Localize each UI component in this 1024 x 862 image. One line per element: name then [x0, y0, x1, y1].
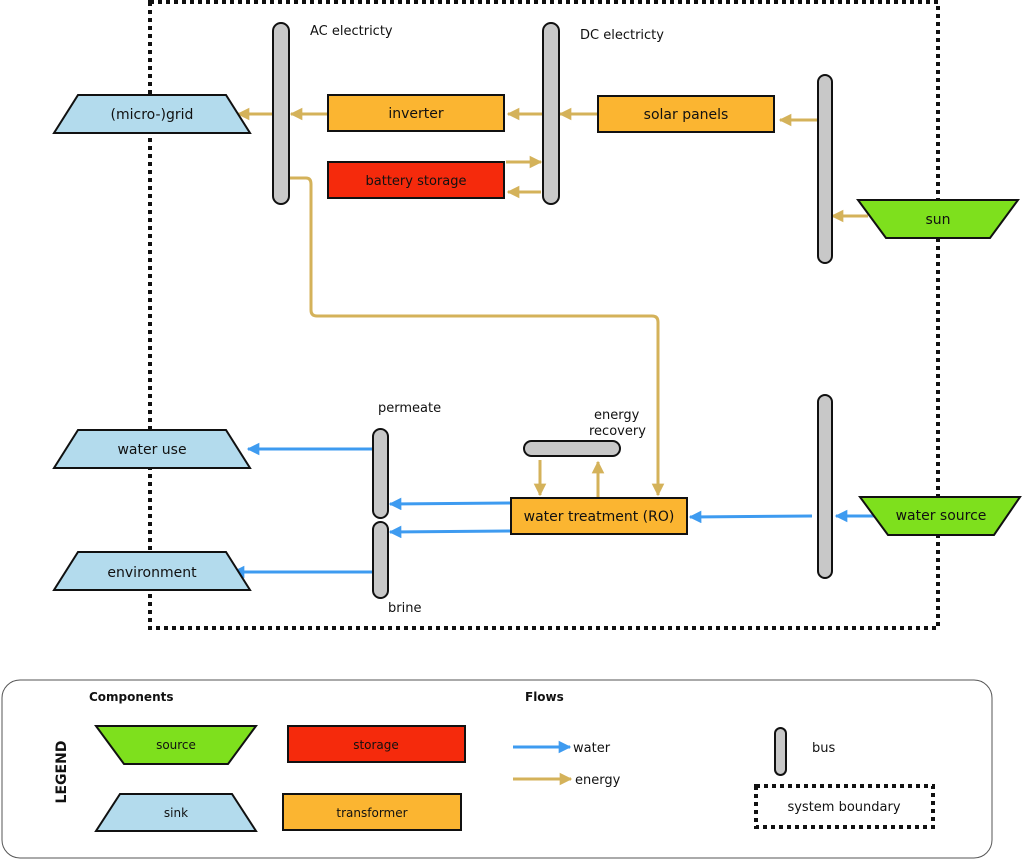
- sink-environment-shape: [52, 551, 252, 591]
- transformer-water-treatment-shape: [510, 497, 688, 535]
- permeate-label: permeate: [378, 401, 441, 416]
- source-water-source-shape: [858, 496, 1022, 536]
- legend-title: LEGEND: [54, 741, 70, 804]
- flow-bus-to-treatment: [688, 510, 813, 524]
- legend-bus-shape: [774, 727, 787, 776]
- transformer-solar-shape: [597, 95, 775, 133]
- component-environment: environment: [52, 551, 252, 591]
- component-water-use: water use: [52, 429, 252, 469]
- bus-brine: [372, 521, 389, 599]
- flow-ac-bus-to-treatment: [290, 176, 665, 497]
- water-flows: [231, 442, 876, 579]
- storage-battery-shape: [327, 161, 505, 199]
- sun-label: sun: [925, 212, 950, 228]
- battery-label: battery storage: [366, 174, 467, 189]
- legend-boundary-label: system boundary: [787, 800, 900, 815]
- component-sun: sun: [856, 199, 1020, 239]
- legend-frame: [1, 679, 993, 859]
- legend-source-shape: [94, 725, 258, 765]
- flow-treatment-to-permeate: [388, 497, 512, 511]
- dc-electricity-label: DC electricty: [580, 28, 664, 43]
- bus-energy-recovery: [523, 440, 621, 457]
- component-water-source: water source: [858, 496, 1022, 536]
- component-water-treatment: water treatment (RO): [510, 497, 688, 535]
- legend: LEGEND Components Flows source storage s…: [1, 679, 993, 859]
- legend-sink-shape: [94, 793, 258, 832]
- legend-sink-label: sink: [164, 806, 188, 820]
- component-grid: (micro-)grid: [52, 94, 252, 134]
- energy-flows: [236, 107, 868, 497]
- system-boundary: [148, 0, 940, 630]
- legend-bus-label: bus: [812, 741, 835, 756]
- grid-label: (micro-)grid: [111, 107, 194, 123]
- environment-label: environment: [107, 565, 197, 581]
- legend-transformer-label: transformer: [336, 806, 407, 820]
- legend-transformer-shape: [282, 793, 462, 831]
- component-inverter: inverter: [327, 94, 505, 132]
- legend-source-label: source: [156, 738, 196, 752]
- energy-recovery-label-2: recovery: [589, 424, 646, 439]
- legend-boundary-shape: [754, 784, 935, 829]
- energy-recovery-label-1: energy: [594, 408, 640, 423]
- legend-flows-heading: Flows: [525, 690, 564, 704]
- flow-treatment-to-brine: [388, 525, 512, 539]
- solar-label: solar panels: [644, 107, 729, 123]
- bus-permeate: [372, 428, 389, 519]
- legend-energy-label: energy: [575, 773, 621, 788]
- brine-label: brine: [388, 601, 421, 616]
- ac-electricity-label: AC electricty: [310, 24, 393, 39]
- legend-components-heading: Components: [89, 690, 174, 704]
- component-battery: battery storage: [327, 161, 505, 199]
- water-treatment-label: water treatment (RO): [524, 509, 675, 525]
- transformer-inverter-shape: [327, 94, 505, 132]
- bus-ac: [272, 22, 290, 205]
- legend-storage-shape: [287, 725, 466, 763]
- buses: [272, 22, 833, 599]
- bus-dc: [542, 22, 560, 205]
- bus-sun: [817, 74, 833, 264]
- sink-water-use-shape: [52, 429, 252, 469]
- legend-water-label: water: [573, 741, 611, 756]
- water-use-label: water use: [117, 442, 186, 458]
- source-sun-shape: [856, 199, 1020, 239]
- sink-grid-shape: [52, 94, 252, 134]
- legend-storage-label: storage: [353, 738, 399, 752]
- component-solar: solar panels: [597, 95, 775, 133]
- bus-water-source: [817, 394, 833, 579]
- water-source-label: water source: [896, 508, 987, 524]
- inverter-label: inverter: [388, 106, 444, 122]
